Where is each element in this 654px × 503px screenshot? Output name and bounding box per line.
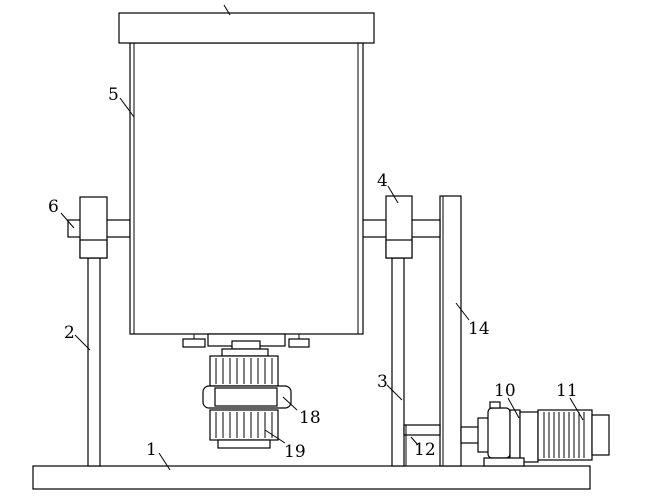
- label-3: 3: [377, 372, 388, 392]
- right-support-column: [391, 257, 405, 467]
- left-support-column: [87, 257, 101, 467]
- link-bar: [403, 424, 441, 466]
- tank-body: [129, 42, 364, 335]
- label-10: 10: [494, 381, 516, 401]
- vertical-frame: [439, 195, 462, 467]
- bolt-left: [182, 334, 206, 348]
- right-bearing-block: [385, 195, 413, 259]
- label-1: 1: [146, 440, 157, 460]
- bolt-right: [288, 334, 310, 348]
- tank-lid: [118, 12, 375, 44]
- label-12: 12: [414, 440, 436, 460]
- left-bearing-block: [79, 196, 108, 259]
- label-18: 18: [299, 408, 321, 428]
- mixing-motor: [209, 355, 279, 449]
- label-4: 4: [377, 171, 388, 191]
- gear-reducer: [477, 401, 539, 467]
- label-14: 14: [468, 319, 490, 339]
- label-6: 6: [48, 197, 59, 217]
- label-19: 19: [284, 442, 306, 462]
- base-plate: [32, 465, 591, 490]
- motor-clamp-bracket: [202, 385, 292, 409]
- label-5: 5: [108, 85, 119, 105]
- drive-motor: [537, 409, 610, 461]
- drive-shaft: [460, 426, 480, 444]
- label-2: 2: [64, 323, 75, 343]
- label-11: 11: [556, 381, 578, 401]
- leader-lines: [60, 4, 584, 471]
- coupling: [207, 333, 286, 357]
